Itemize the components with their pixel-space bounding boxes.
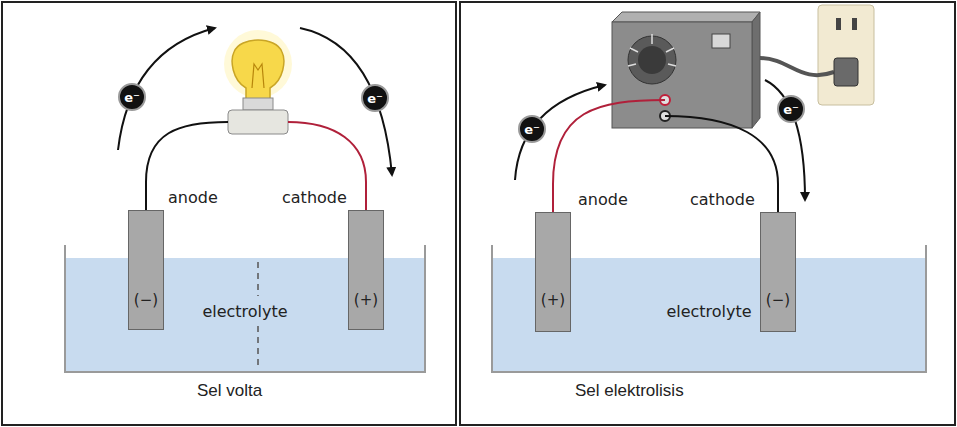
knob-ticks — [628, 34, 676, 66]
socket-base — [228, 110, 288, 134]
electrode-label: anode — [578, 190, 628, 209]
power-switch — [712, 34, 730, 48]
bulb-socket — [243, 98, 273, 110]
power-supply-top — [612, 12, 760, 22]
power-knob — [638, 46, 666, 74]
electron: e⁻ — [118, 83, 146, 111]
electrode-label: cathode — [690, 190, 755, 209]
electrolyte-text: electrolyte — [666, 302, 751, 321]
bulb-glass — [232, 40, 284, 100]
wire — [146, 122, 366, 210]
electron: e⁻ — [777, 95, 805, 123]
electrode-label: anode — [168, 188, 218, 207]
electron: e⁻ — [518, 115, 546, 143]
power-supply-side — [752, 12, 760, 128]
cell-panel: Sel elektrolisis electrolyte (+) (−) e⁻ e⁻ — [459, 1, 956, 426]
electron-flow-arrow — [765, 80, 805, 200]
wire-segment — [146, 122, 228, 210]
electrode: (+) — [348, 210, 384, 330]
electrode: (−) — [128, 210, 164, 330]
electrode: (−) — [760, 212, 796, 332]
power-supply-body — [612, 22, 752, 128]
electrode: (+) — [535, 212, 571, 332]
wall-outlet — [818, 5, 874, 105]
electrode-text: (−) — [766, 291, 790, 309]
wire — [553, 100, 778, 212]
wire-segment — [665, 116, 778, 212]
electron-text: e⁻ — [367, 92, 383, 105]
cell-panel: Sel volta electrolyte (−) (+) e⁻ e⁻ — [1, 1, 457, 426]
bulb-filament — [252, 64, 264, 88]
electrode-label: cathode — [282, 188, 347, 207]
electron-flow-arrow — [515, 85, 605, 180]
electrode-text: (+) — [354, 291, 378, 309]
outlet-slot — [852, 18, 857, 30]
electrode-text: (−) — [134, 291, 158, 309]
cell-caption: Sel volta — [197, 381, 262, 401]
electrolyte-text: electrolyte — [202, 302, 287, 321]
electron-text: e⁻ — [783, 103, 799, 116]
electron-text: e⁻ — [524, 123, 540, 136]
outlet-slot — [836, 18, 841, 30]
electron: e⁻ — [361, 84, 389, 112]
electron-text: e⁻ — [124, 91, 140, 104]
cell-caption: Sel elektrolisis — [575, 381, 684, 401]
plug — [834, 58, 858, 86]
electron-flow-arrow — [118, 28, 215, 150]
electron-flow-arrow — [300, 28, 392, 175]
power-cord — [760, 58, 834, 75]
wire-segment — [553, 100, 665, 212]
electrode-text: (+) — [541, 291, 565, 309]
